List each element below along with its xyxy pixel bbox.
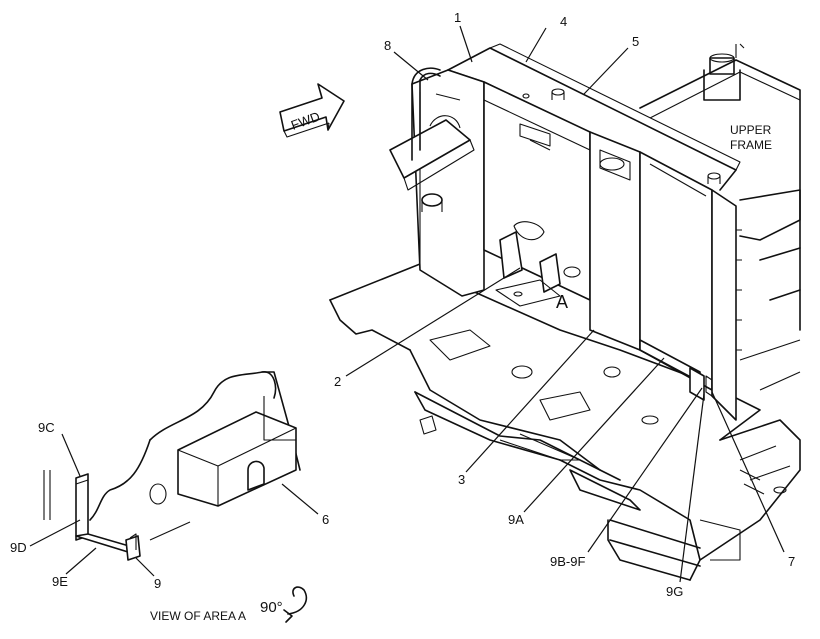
callout-1: 1 <box>454 10 461 25</box>
callout-5: 5 <box>632 34 639 49</box>
callout-2: 2 <box>334 374 341 389</box>
callout-6: 6 <box>322 512 329 527</box>
callout-9b-9f: 9B-9F <box>550 554 585 569</box>
lower-mount-brackets <box>495 221 581 307</box>
leader-lines <box>29 25 785 583</box>
upper-frame-label-line2: FRAME <box>730 138 772 152</box>
callout-3: 3 <box>458 472 465 487</box>
rotate-90-icon <box>283 586 308 623</box>
callout-4: 4 <box>560 14 567 29</box>
tank-bracket <box>389 115 475 212</box>
radiator-housing <box>411 43 742 421</box>
rotation-label: 90° <box>260 599 283 616</box>
callout-7: 7 <box>788 554 795 569</box>
view-of-area-a-inset <box>43 371 301 561</box>
callout-9: 9 <box>154 576 161 591</box>
fwd-arrow-icon: FWD <box>279 83 345 138</box>
upper-frame-label-line1: UPPER <box>730 123 772 137</box>
seal-strips <box>639 339 713 401</box>
callout-8: 8 <box>384 38 391 53</box>
view-caption: VIEW OF AREA A <box>150 609 246 623</box>
callout-labels: 1 4 5 8 2 3 9A 9B-9F 9G 7 6 9C 9D 9E 9 A… <box>10 10 795 623</box>
upper-frame <box>639 43 801 561</box>
callout-9c: 9C <box>38 420 55 435</box>
callout-9d: 9D <box>10 540 27 555</box>
callout-9a: 9A <box>508 512 524 527</box>
tube-item-8 <box>411 67 441 161</box>
callout-9g: 9G <box>666 584 683 599</box>
callout-9e: 9E <box>52 574 68 589</box>
area-a-marker: A <box>556 292 568 312</box>
